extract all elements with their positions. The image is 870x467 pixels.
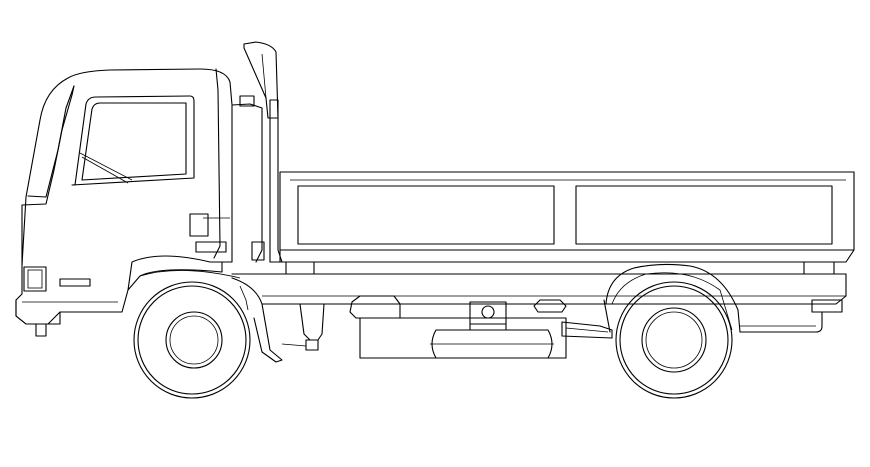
tail-light — [811, 299, 843, 313]
cab-lower-trim — [127, 255, 233, 291]
rear-mudguard-front-edge — [603, 299, 611, 333]
fuel-tank-frame — [359, 317, 567, 359]
rear-mudguard-inner — [611, 272, 733, 331]
windshield — [71, 95, 195, 186]
front-rim — [165, 311, 223, 369]
front-tire-inner — [137, 285, 247, 395]
bed-panel-front — [297, 185, 555, 245]
cab-front-panel — [21, 85, 75, 266]
front-tire-outer — [133, 281, 251, 399]
chassis-rail — [231, 273, 847, 305]
front-step-bar — [281, 343, 307, 347]
rear-underrun-bar — [739, 311, 823, 333]
cab-shell — [15, 68, 233, 325]
rear-hub — [645, 311, 703, 369]
fuel-cap — [481, 305, 495, 319]
cab — [15, 68, 265, 337]
bed-rear-bracket — [803, 261, 835, 275]
door-handle-box — [189, 213, 209, 237]
rear-spring-leaf — [565, 327, 609, 333]
fuel-cap-housing — [469, 301, 507, 325]
exhaust-pipe — [243, 41, 279, 119]
side-step-foot — [305, 339, 319, 351]
chassis — [231, 263, 847, 363]
wiper — [79, 152, 133, 181]
front-wheel-arch-line — [139, 270, 241, 279]
cab-rear-bracket — [251, 241, 265, 261]
wiper-blade — [81, 156, 129, 184]
headlight-inner — [27, 269, 43, 289]
tank-strap — [469, 323, 507, 331]
battery-box — [349, 295, 401, 319]
aux-tank — [533, 299, 567, 313]
rear-rim — [641, 307, 707, 373]
cargo-bed — [269, 99, 855, 275]
exhaust-seam — [261, 53, 267, 99]
rear-tire-inner — [619, 285, 729, 395]
bed-panel-rear — [575, 185, 833, 245]
bed-floor — [279, 249, 855, 263]
windshield-inner — [81, 102, 187, 181]
rear-spring — [561, 321, 613, 339]
front-wheel — [133, 281, 251, 399]
fuel-tank — [431, 329, 553, 359]
front-mudguard-inner — [239, 285, 249, 311]
rear-mudguard — [605, 263, 741, 333]
cab-rear-column — [231, 103, 263, 263]
side-step — [299, 303, 325, 341]
front-hub — [169, 315, 219, 365]
cab-rear-light — [239, 95, 255, 107]
cab-door-seam — [213, 68, 221, 259]
bed-side-panel — [279, 171, 855, 251]
step-light — [195, 241, 227, 253]
headlight — [23, 266, 47, 292]
rear-wheel — [615, 281, 733, 399]
bed-front-bracket — [285, 261, 315, 275]
front-bumper — [15, 299, 61, 337]
cab-front-pillar — [27, 85, 75, 198]
exhaust-stack — [243, 41, 279, 119]
marker-light — [59, 278, 91, 287]
front-mudguard — [231, 277, 283, 363]
rear-tire-outer — [615, 281, 733, 399]
